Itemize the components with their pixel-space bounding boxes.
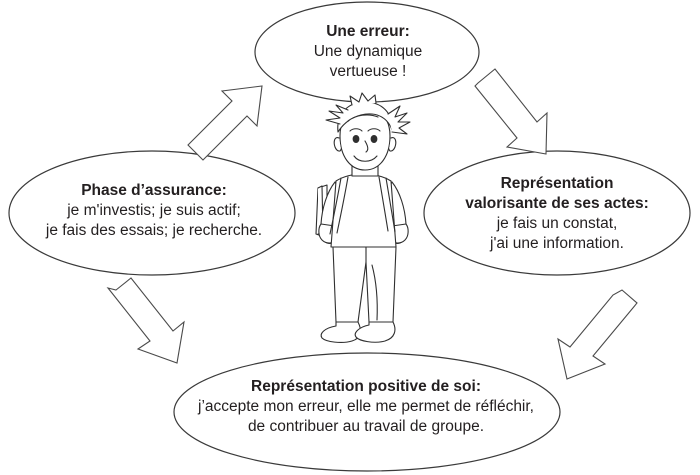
arrow-left-to-top [187,85,263,161]
eye-left [352,135,360,143]
ellipse-representation-positive [173,352,561,472]
eye-right [370,135,378,143]
ellipse-representation-valorisante [423,150,691,276]
ellipse-phase-assurance [8,150,296,276]
arrow-right-to-bottom [557,289,638,380]
ellipse-une-erreur [254,1,480,103]
boy-with-backpack-illustration [315,92,411,343]
arrow-left-to-bottom [106,277,185,364]
arrow-top-to-right [474,68,548,155]
